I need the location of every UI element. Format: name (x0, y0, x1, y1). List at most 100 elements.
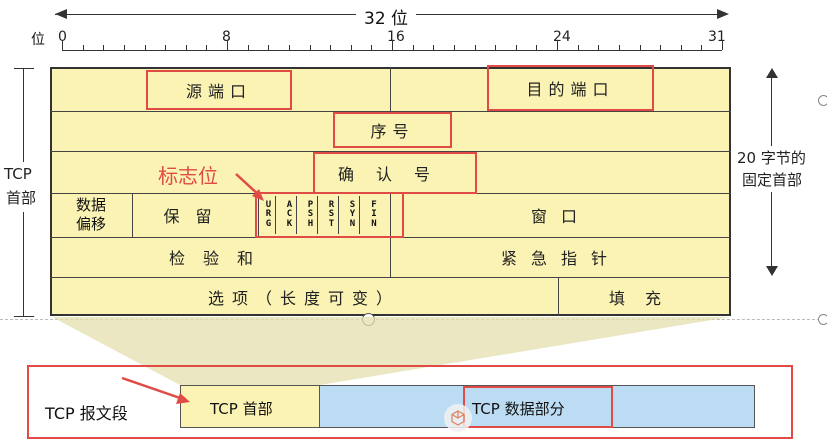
options-field: 选项（长度可变） (207, 288, 400, 308)
col-divider (390, 67, 391, 111)
ruler-tick (62, 40, 63, 50)
ruler-tick (247, 45, 249, 50)
right-label-bg (734, 146, 824, 192)
row-divider (50, 111, 731, 112)
window-field: 窗口 (530, 207, 591, 226)
highlight-flags (255, 192, 404, 238)
segment-label: TCP 报文段 (45, 404, 128, 423)
ruler-tick (350, 45, 352, 50)
row-divider (50, 277, 731, 278)
highlight-sequence-number (333, 112, 452, 148)
flags-block-left-border (258, 196, 259, 234)
edge-handle (818, 95, 827, 106)
right-arrow-down (766, 266, 778, 276)
ruler-tick (309, 45, 311, 50)
ruler-tick (433, 45, 435, 50)
ruler-tick (268, 45, 270, 50)
destination-port-field: 目的端口 (526, 80, 615, 99)
left-bracket-top (14, 68, 34, 69)
ruler-tick (474, 45, 476, 50)
fixed-header-label-line1: 20 字节的 (737, 149, 806, 167)
padding-field: 填充 (608, 288, 681, 308)
sequence-number-field: 序号 (370, 122, 415, 141)
ruler-tick (330, 45, 332, 50)
ruler-tick (185, 45, 187, 50)
ruler-baseline (62, 50, 722, 51)
ruler-tick (392, 40, 393, 50)
segment-data-label: TCP 数据部分 (472, 400, 565, 418)
flag-annotation-label: 标志位 (158, 164, 218, 188)
ruler-tick (536, 45, 538, 50)
bit-number-31: 31 (708, 29, 726, 45)
segment-header-part (180, 385, 320, 428)
width-label: 32 位 (356, 4, 417, 29)
left-bracket-bottom (14, 316, 34, 317)
highlight-source-port (146, 70, 292, 110)
col-divider (132, 193, 133, 237)
ruler-tick (495, 45, 497, 50)
data-offset-line2: 偏移 (75, 215, 106, 233)
ruler-tick (103, 45, 105, 50)
ruler-tick (660, 45, 662, 50)
ruler-tick (453, 45, 455, 50)
ruler-tick (123, 45, 125, 50)
ruler-tick (165, 45, 167, 50)
bit-number-0: 0 (58, 29, 67, 45)
ruler-tick (722, 40, 723, 50)
col-divider (558, 277, 559, 316)
ruler-tick (557, 40, 558, 50)
row-divider (50, 151, 731, 152)
ruler-tick (227, 40, 228, 50)
urgent-pointer-field: 紧急指针 (500, 249, 621, 268)
ruler-tick (701, 45, 703, 50)
ruler-tick (206, 45, 208, 50)
tcp-header-side-label-line1: TCP (4, 165, 32, 183)
edge-handle (818, 314, 827, 325)
bit-number-16: 16 (387, 29, 405, 45)
source-port-field: 源端口 (185, 82, 252, 101)
data-offset-line1: 数据 (75, 196, 106, 214)
cube-icon (444, 404, 472, 432)
ruler-tick (577, 45, 579, 50)
ruler-tick (680, 45, 682, 50)
segment-header-label: TCP 首部 (210, 400, 273, 418)
width-arrow-left-head (55, 9, 67, 19)
highlight-destination-port (487, 65, 654, 111)
segment-annotation-arrow (121, 376, 190, 404)
ruler-tick (288, 45, 290, 50)
fixed-header-label-line2: 固定首部 (742, 171, 803, 189)
reserved-field: 保留 (163, 207, 228, 226)
acknowledgment-number-field: 确认号 (337, 165, 452, 184)
data-offset-field: 数据 偏移 (50, 193, 132, 237)
ruler-tick (618, 45, 620, 50)
bit-number-8: 8 (222, 29, 231, 45)
ruler-tick (82, 45, 84, 50)
bit-label: 位 (31, 32, 45, 48)
ruler-tick (144, 45, 146, 50)
col-divider (390, 193, 391, 277)
ruler-tick (412, 45, 414, 50)
width-arrow-right-head (717, 9, 729, 19)
ruler-tick (371, 45, 373, 50)
ruler-tick (598, 45, 600, 50)
ruler-tick (515, 45, 517, 50)
highlight-segment-area (27, 365, 793, 439)
ruler-tick (639, 45, 641, 50)
checksum-field: 检验和 (168, 249, 271, 268)
tcp-header-side-label-line2: 首部 (6, 189, 37, 207)
left-label-bg (2, 162, 46, 212)
right-arrow-up (766, 68, 778, 78)
